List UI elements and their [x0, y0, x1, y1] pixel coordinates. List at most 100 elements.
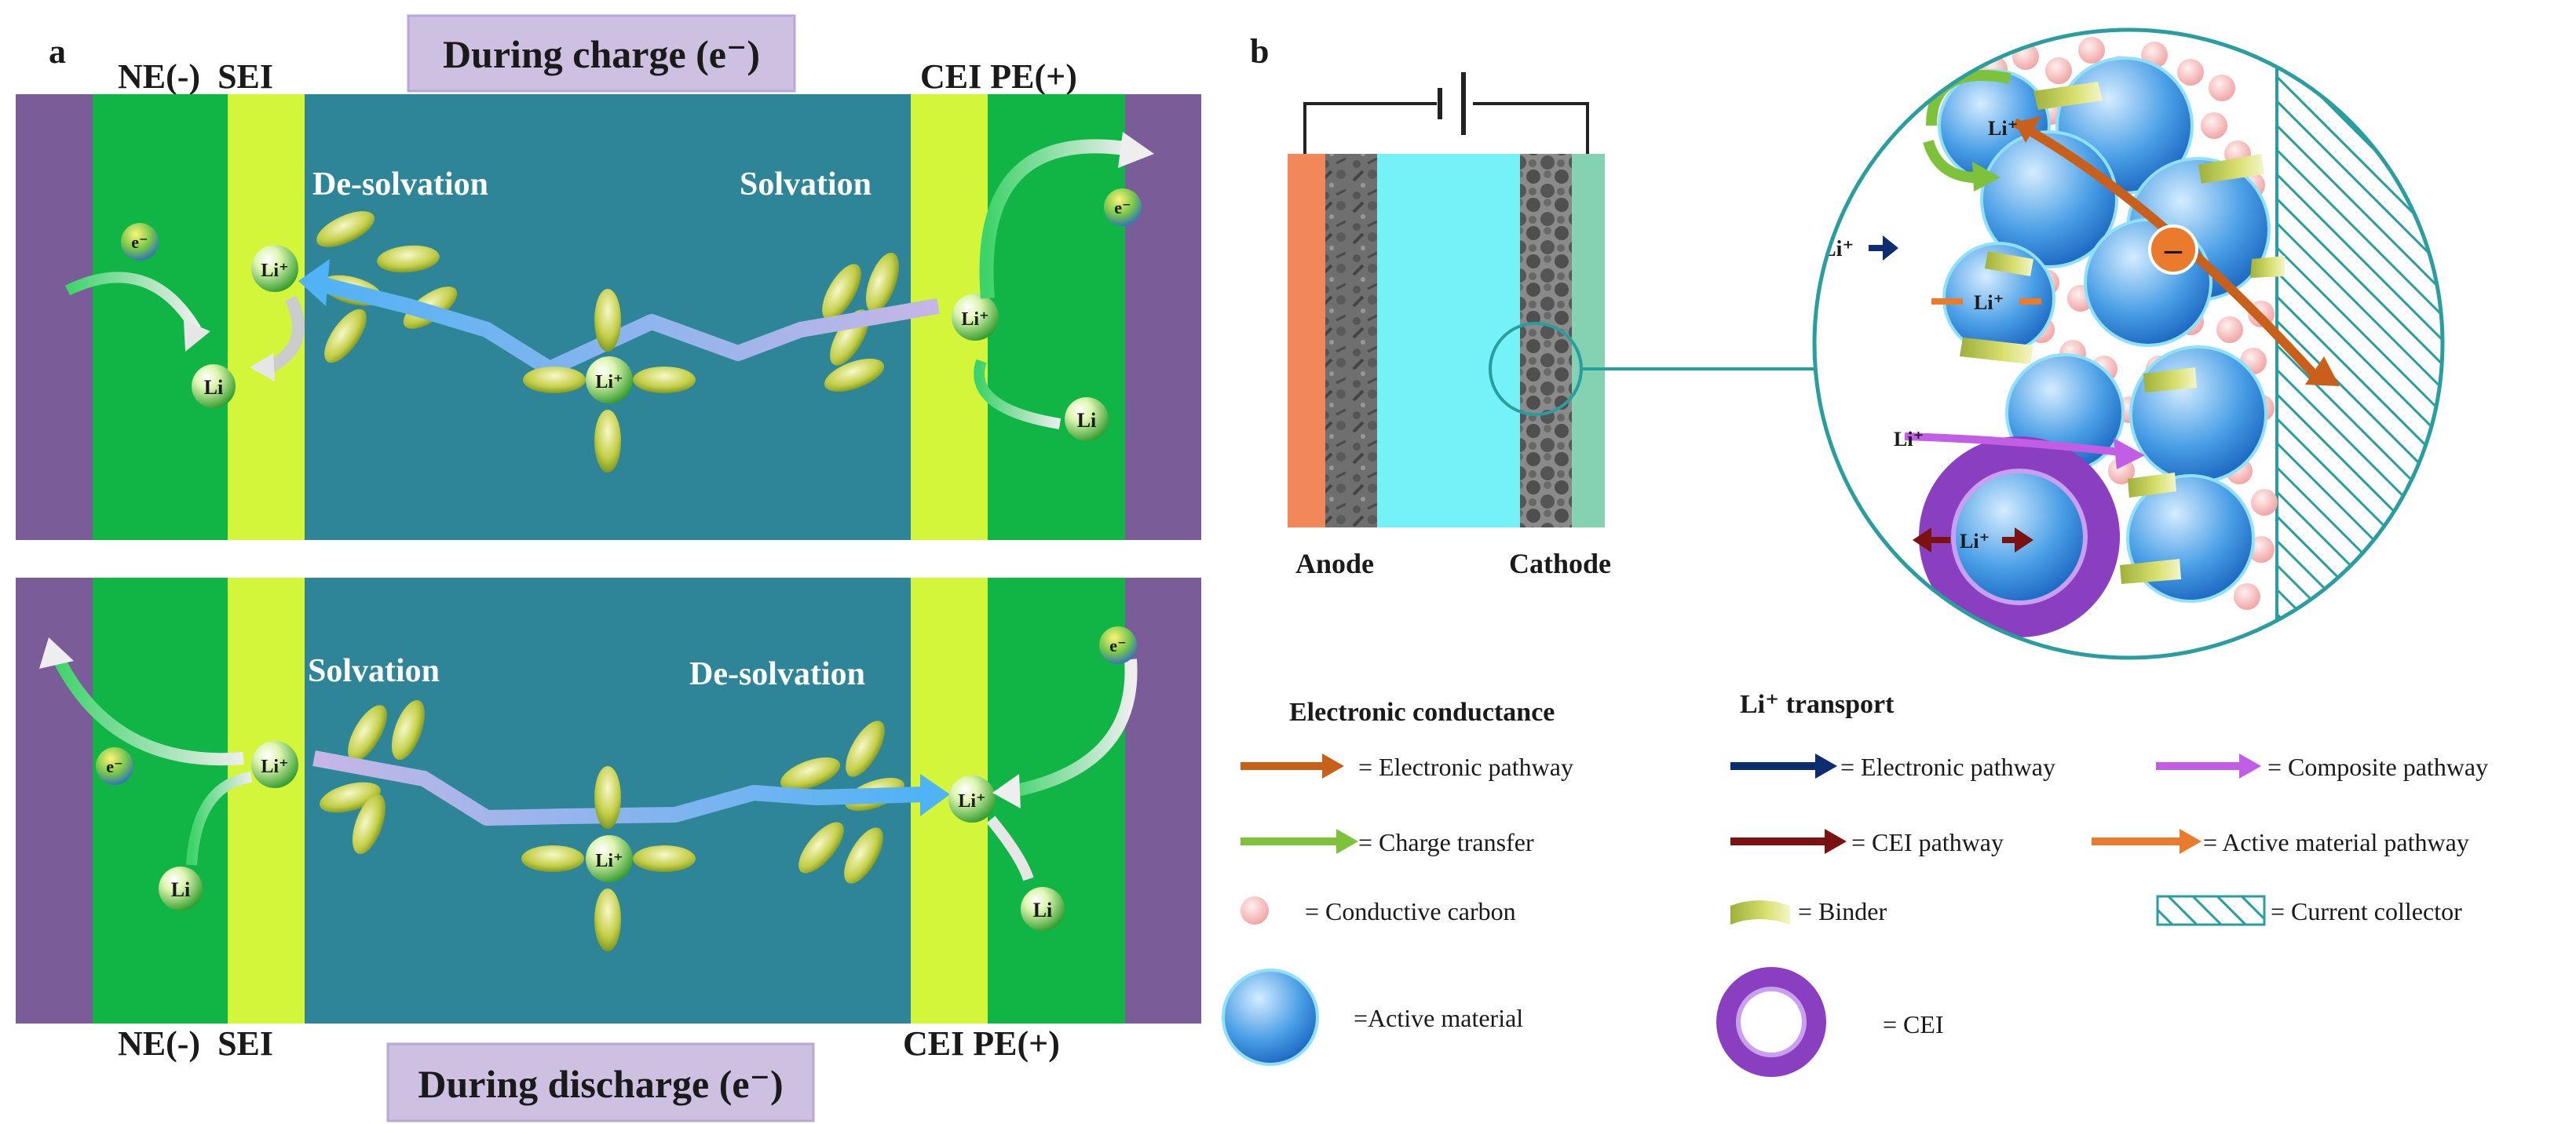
discharge-cei-li-ion: Li⁺	[948, 775, 996, 823]
legend-item-composite-pathway: = Composite pathway	[2156, 753, 2488, 781]
discharge-ne-li-arrow	[186, 772, 253, 866]
legend-electronic-pathway-2-label: = Electronic pathway	[1840, 753, 2055, 781]
charge-arrow-head	[298, 259, 330, 306]
charge-right-label: CEI PE(+)	[920, 57, 1077, 96]
legend-item-binder: = Binder	[1730, 897, 1887, 925]
charge-positive-electrode	[988, 94, 1125, 540]
discharge-banner-text: During discharge (e⁻)	[418, 1062, 783, 1106]
charge-negative-electrode	[93, 94, 228, 540]
legend-electronic-title: Electronic conductance	[1289, 698, 1555, 727]
charge-cei-li-ion: Li⁺	[952, 294, 999, 341]
panel-b-letter: b	[1250, 32, 1269, 71]
legend-active-material-label: =Active material	[1354, 1004, 1523, 1032]
charge-pe-li-arrow	[974, 359, 1061, 429]
zoom-electron-marker-sign: –	[2164, 230, 2183, 268]
charge-solvated-li: Li⁺	[523, 289, 696, 473]
discharge-banner: During discharge (e⁻)	[386, 1042, 815, 1122]
legend-charge-transfer-label: = Charge transfer	[1358, 828, 1534, 856]
legend-binder-label: = Binder	[1798, 897, 1887, 925]
discharge-solvation-label: Solvation	[308, 653, 440, 689]
discharge-desolvation-label: De-solvation	[689, 656, 865, 692]
zoom-cei-li-pathway: Li⁺	[1913, 527, 2033, 553]
discharge-pe-li-atom-label: Li	[1033, 899, 1053, 921]
legend-conductive-carbon-label: = Conductive carbon	[1305, 897, 1516, 925]
charge-ne-li-atom-label: Li	[204, 376, 224, 399]
discharge-sei-li-ion: Li⁺	[251, 741, 298, 788]
zoom-li-ion-composite: Li⁺	[1894, 428, 1924, 451]
charge-pe-electron-curve	[979, 139, 1132, 299]
charge-ne-electron-label: e⁻	[131, 232, 148, 252]
charge-pe-electron-label: e⁻	[1114, 198, 1131, 217]
zoom-active-material-li-pathway: Li⁺	[1931, 291, 2041, 314]
charge-solvated-li-ion-label: Li⁺	[595, 372, 623, 392]
binder-swatch-icon	[1730, 900, 1790, 925]
cathode-current-collector	[1572, 154, 1605, 527]
legend-item-active-material-pathway: = Active material pathway	[2092, 828, 2469, 856]
battery-schematic: Anode Cathode	[1288, 72, 1815, 579]
charge-ne-li-atom: Li	[192, 364, 236, 408]
legend-item-conductive-carbon: = Conductive carbon	[1240, 896, 1516, 925]
discharge-cei-li-ion-label: Li⁺	[958, 791, 985, 812]
ring-icon	[1716, 967, 1826, 1077]
discharge-pe-electron-curve	[1003, 659, 1138, 799]
legend-item-electronic-pathway-orange: = Electronic pathway	[1240, 753, 1573, 781]
charge-cei-li-ion-label: Li⁺	[961, 309, 988, 330]
legend-active-material-pathway-label: = Active material pathway	[2203, 828, 2469, 856]
legend-electronic-pathway-1-label: = Electronic pathway	[1358, 753, 1573, 781]
discharge-sei-layer	[228, 578, 305, 1024]
zoom-current-collector	[2277, 30, 2443, 658]
discharge-ne-electron: e⁻	[96, 747, 133, 785]
legend-item-active-material: =Active material	[1222, 969, 1523, 1066]
legend-item-current-collector: = Current collector	[2156, 895, 2462, 926]
zoom-li-ion-mid: Li⁺	[1974, 291, 2004, 314]
discharge-right-label: CEI PE(+)	[903, 1024, 1060, 1063]
charge-sei-li-ion-label: Li⁺	[261, 261, 288, 281]
charge-solvation-label: Solvation	[740, 166, 871, 203]
binder-strips	[1960, 82, 2285, 584]
active-material-swatch-icon	[1222, 969, 1319, 1066]
discharge-li-migration-arrow	[312, 750, 927, 826]
charge-ne-electron-arrow	[64, 272, 202, 333]
discharge-pe-electron: e⁻	[1099, 626, 1137, 664]
legend-li-title: Li⁺ transport	[1740, 690, 1895, 719]
anode-label: Anode	[1295, 548, 1374, 579]
magnified-cathode: – Li⁺ Li⁺ Li⁺ Li⁺ Li⁺	[1812, 27, 2445, 660]
discharge-ne-electron-label: e⁻	[106, 757, 122, 776]
discharge-solvated-li: Li⁺	[521, 766, 696, 951]
legend-cei-pathway-label: = CEI pathway	[1851, 828, 2004, 856]
cathode-label: Cathode	[1509, 548, 1611, 579]
discharge-solvent-molecules	[320, 699, 905, 884]
charge-ne-electron: e⁻	[121, 223, 159, 261]
charge-desolvation-label: De-solvation	[312, 166, 488, 203]
charge-pe-li-atom-label: Li	[1077, 409, 1097, 432]
anode-current-collector	[1288, 154, 1325, 527]
zoom-circle-border	[1812, 27, 2445, 660]
discharge-solvated-li-ion-label: Li⁺	[595, 851, 623, 871]
zoom-li-ion-cei: Li⁺	[1960, 530, 1990, 553]
separator-electrolyte	[1377, 154, 1520, 527]
discharge-arrow-head	[920, 774, 950, 816]
legend: Electronic conductance Li⁺ transport = E…	[1222, 690, 2488, 1077]
charge-banner: During charge (e⁻)	[407, 14, 796, 93]
legend-item-cei: = CEI	[1716, 967, 1944, 1077]
zoom-electron-marker	[2148, 224, 2198, 275]
panel-a-letter: a	[49, 32, 66, 71]
discharge-pe-electron-label: e⁻	[1109, 636, 1126, 655]
zoom-electronic-pathway-arrow	[2012, 116, 2340, 386]
discharge-ne-li-atom-label: Li	[171, 878, 191, 901]
charge-pe-li-atom: Li	[1065, 397, 1109, 441]
charge-pe-electron: e⁻	[1104, 188, 1142, 226]
zoom-composite-pathway-arrow	[1904, 432, 2145, 469]
charge-sei-li-ion: Li⁺	[251, 245, 298, 292]
charge-sei-curve-arrow	[264, 295, 305, 375]
charge-pe-collector	[1125, 94, 1201, 540]
discharge-sei-li-ion-label: Li⁺	[261, 757, 288, 777]
legend-current-collector-label: = Current collector	[2271, 897, 2462, 925]
carbon-swatch-icon	[1240, 896, 1269, 925]
charge-left-label: NE(-) SEI	[118, 57, 273, 96]
anode-coating	[1325, 154, 1377, 527]
legend-item-cei-pathway: = CEI pathway	[1730, 828, 2004, 856]
legend-item-electronic-pathway-navy: = Electronic pathway	[1730, 753, 2055, 781]
discharge-pe-li-arrow	[986, 816, 1034, 881]
